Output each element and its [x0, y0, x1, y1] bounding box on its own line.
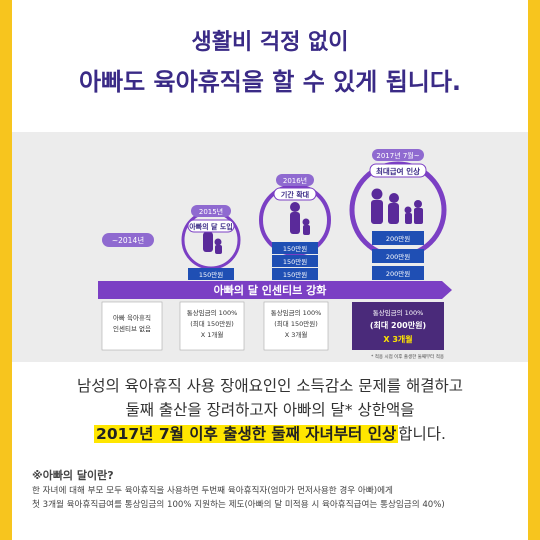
- bar-2015-1: 150만원: [199, 270, 223, 279]
- note-line2: 첫 3개월 육아휴직급여를 통상임금의 100% 지원하는 제도(아빠의 달 미…: [32, 500, 445, 510]
- box-2015-l3: X 1개월: [201, 330, 224, 339]
- box-2015: 통상임금의 100% (최대 150만원) X 1개월: [179, 301, 245, 351]
- box-2016-l3: X 3개월: [285, 330, 308, 339]
- body-suffix: 합니다.: [398, 425, 446, 443]
- bar-2017-2: 200만원: [386, 252, 410, 261]
- note-title: ※아빠의 달이란?: [32, 469, 114, 482]
- box-2016-l2: (최대 150만원): [274, 319, 317, 328]
- label-2016-text: 기간 확대: [281, 190, 309, 199]
- label-2015-text: 아빠의 달 도입: [189, 222, 233, 231]
- incentive-banner: 아빠의 달 인센티브 강화: [98, 281, 452, 299]
- tag-2015: 2015년: [191, 205, 231, 217]
- bars-2016: 150만원 150만원 150만원: [272, 242, 318, 280]
- label-2015: 아빠의 달 도입: [187, 219, 235, 233]
- headline-line1: 생활비 걱정 없이: [191, 30, 349, 55]
- label-2017: 최대급여 인상: [369, 163, 427, 178]
- banner-text: 아빠의 달 인센티브 강화: [214, 283, 327, 297]
- bars-2017: 200만원 200만원 200만원: [372, 231, 424, 280]
- tag-2016-text: 2016년: [283, 176, 307, 185]
- infographic-band: ~2014년 2015년 2016년 2017년 7월~ 아빠의 달 도입: [12, 132, 528, 362]
- tag-2015-text: 2015년: [199, 207, 223, 216]
- bar-2016-1: 150만원: [283, 244, 307, 253]
- tag-2017-text: 2017년 7월~: [376, 151, 419, 160]
- tag-2014: ~2014년: [102, 233, 154, 247]
- box-2014-l2: 인센티브 없음: [113, 324, 151, 333]
- box-2015-l1: 통상임금의 100%: [187, 308, 238, 317]
- bar-2017-3: 200만원: [386, 269, 410, 278]
- graphic-footnote: * 적용 시점 이후 출생한 둘째부터 적용: [371, 353, 444, 360]
- box-2017-l1: 통상임금의 100%: [373, 308, 424, 317]
- infographic-svg: ~2014년 2015년 2016년 2017년 7월~ 아빠의 달 도입: [98, 149, 452, 360]
- box-2014-l1: 아빠 육아휴직: [113, 313, 151, 322]
- tag-2017: 2017년 7월~: [372, 149, 424, 161]
- headline: 생활비 걱정 없이 아빠도 육아휴직을 할 수 있게 됩니다.: [12, 28, 528, 100]
- box-2017-l2: (최대 200만원): [370, 320, 426, 330]
- body-line2: 둘째 출산을 장려하고자 아빠의 달* 상한액을: [125, 401, 415, 419]
- tag-2016: 2016년: [276, 174, 314, 186]
- box-2014: 아빠 육아휴직 인센티브 없음: [101, 301, 163, 351]
- card: 생활비 걱정 없이 아빠도 육아휴직을 할 수 있게 됩니다.: [12, 0, 528, 540]
- bar-2016-2: 150만원: [283, 257, 307, 266]
- body-text: 남성의 육아휴직 사용 장애요인인 소득감소 문제를 해결하고 둘째 출산을 장…: [12, 374, 528, 446]
- box-2016-l1: 통상임금의 100%: [271, 308, 322, 317]
- label-2016: 기간 확대: [273, 187, 317, 201]
- box-2015-l2: (최대 150만원): [190, 319, 233, 328]
- body-line1: 남성의 육아휴직 사용 장애요인인 소득감소 문제를 해결하고: [76, 377, 464, 395]
- note: ※아빠의 달이란? 한 자녀에 대해 부모 모두 육아휴직을 사용하면 두번째 …: [32, 468, 512, 512]
- body-highlight: 2017년 7월 이후 출생한 둘째 자녀부터 인상: [94, 425, 399, 443]
- family-2017-icon: [371, 188, 423, 224]
- note-line1: 한 자녀에 대해 부모 모두 육아휴직을 사용하면 두번째 육아휴직자(엄마가 …: [32, 486, 393, 496]
- bars-2015: 150만원: [188, 268, 234, 280]
- tag-2014-text: ~2014년: [112, 235, 144, 245]
- box-2017-l3: X 3개월: [383, 334, 412, 344]
- bar-2016-3: 150만원: [283, 270, 307, 279]
- headline-line2: 아빠도 육아휴직을 할 수 있게 됩니다.: [78, 68, 462, 96]
- box-2016: 통상임금의 100% (최대 150만원) X 3개월: [263, 301, 329, 351]
- family-2016-icon: [290, 202, 310, 235]
- bar-2017-1: 200만원: [386, 234, 410, 243]
- box-2017: 통상임금의 100% (최대 200만원) X 3개월: [352, 302, 444, 350]
- label-2017-text: 최대급여 인상: [376, 166, 420, 176]
